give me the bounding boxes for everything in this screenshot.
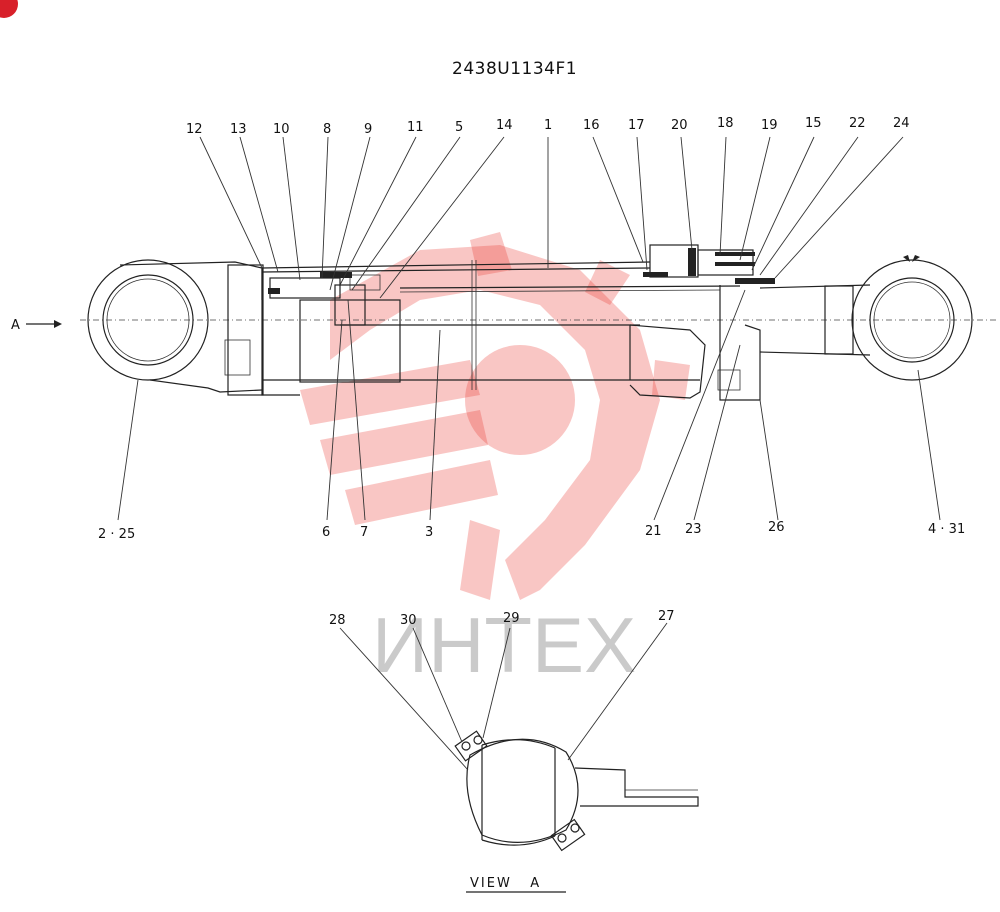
cylinder-body <box>80 244 998 401</box>
callout-label: 2 · 25 <box>98 527 135 542</box>
callout-label: 3 <box>425 525 433 540</box>
view-caption: VIEW A <box>466 876 566 893</box>
view-a-drawing <box>339 622 699 852</box>
callout-label: 24 <box>893 116 910 131</box>
callout-label: 6 <box>322 525 330 540</box>
callout-label: 26 <box>768 520 785 535</box>
callout-label: 22 <box>849 116 866 131</box>
callout-label: 21 <box>645 524 662 539</box>
arrow-label: A <box>11 318 20 333</box>
top-callouts: 12 13 10 8 9 11 5 14 1 16 17 20 18 19 15… <box>186 116 910 137</box>
callout-label: 30 <box>400 613 417 628</box>
callout-label: 15 <box>805 116 822 131</box>
callout-label: 9 <box>364 122 372 137</box>
callout-label: 13 <box>230 122 247 137</box>
callout-label: 7 <box>360 525 368 540</box>
callout-label: 17 <box>628 118 645 133</box>
watermark-logo <box>300 232 690 600</box>
callout-label: 4 · 31 <box>928 522 965 537</box>
callout-label: 20 <box>671 118 688 133</box>
callout-label: 10 <box>273 122 290 137</box>
corner-badge <box>0 0 18 18</box>
drawing-number: 2438U1134F1 <box>452 59 577 79</box>
view-a-arrow: A <box>11 318 62 333</box>
watermark-text: ИНТЕХ <box>372 601 636 689</box>
leader-lines-top <box>199 136 904 299</box>
callout-label: 12 <box>186 122 203 137</box>
bolt-icon <box>550 818 586 852</box>
callout-label: 14 <box>496 118 513 133</box>
view-caption-text: VIEW A <box>470 876 541 891</box>
callout-label: 28 <box>329 613 346 628</box>
callout-label: 18 <box>717 116 734 131</box>
callout-label: 23 <box>685 522 702 537</box>
callout-label: 1 <box>544 118 552 133</box>
view-a-callouts: 28 30 29 27 <box>329 609 675 628</box>
bottom-callouts: 2 · 25 6 7 3 21 23 26 4 · 31 <box>98 520 965 542</box>
callout-label: 19 <box>761 118 778 133</box>
callout-label: 11 <box>407 120 424 135</box>
callout-label: 8 <box>323 122 331 137</box>
callout-label: 29 <box>503 611 520 626</box>
callout-label: 27 <box>658 609 675 624</box>
callout-label: 16 <box>583 118 600 133</box>
callout-label: 5 <box>455 120 463 135</box>
leader-lines-bottom <box>117 289 941 521</box>
bolt-icon <box>454 730 488 762</box>
